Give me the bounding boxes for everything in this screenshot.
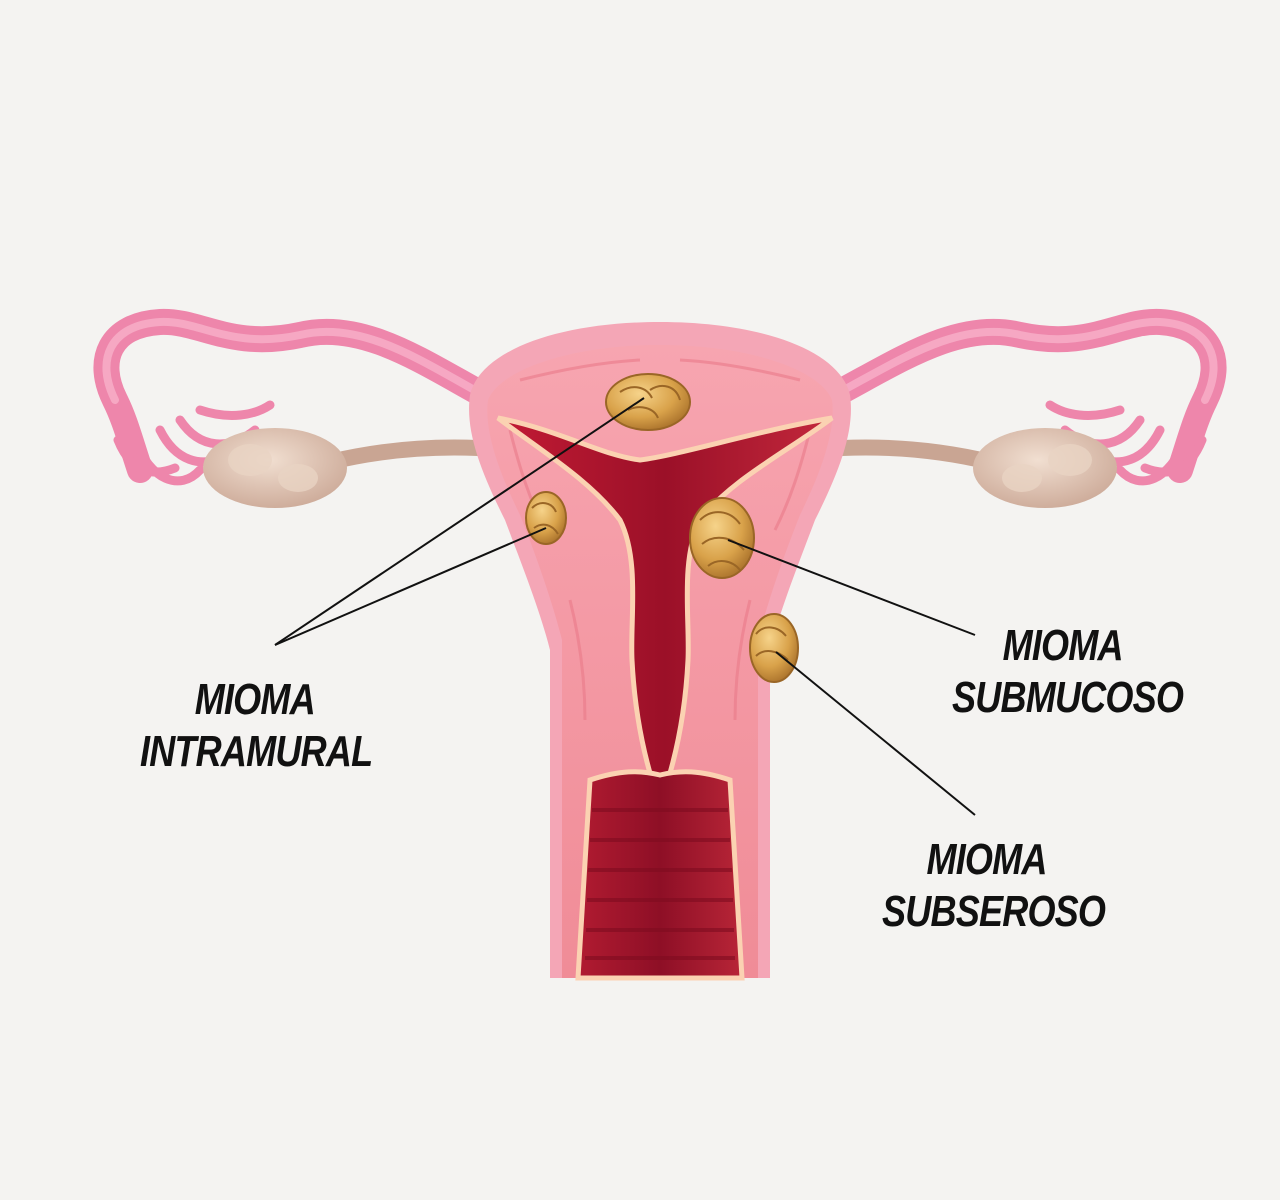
label-intramural-line1: MIOMA	[194, 675, 316, 724]
leader-line-subseroso	[775, 651, 976, 816]
label-mioma-subseroso: MIOMA SUBSEROSO	[882, 834, 1106, 938]
label-submucoso-line2: SUBMUCOSO	[952, 673, 1184, 722]
leader-line-submucoso	[727, 539, 976, 636]
label-intramural-line2: INTRAMURAL	[140, 727, 373, 776]
ovary-right	[834, 428, 1117, 508]
leader-line-intramural-a	[274, 397, 645, 646]
label-mioma-intramural: MIOMA INTRAMURAL	[140, 674, 373, 778]
leader-lines	[274, 397, 976, 816]
fallopian-tube-right	[827, 308, 1227, 486]
label-subseroso-line1: MIOMA	[926, 835, 1047, 884]
fallopian-tube-left	[93, 308, 491, 486]
myoma-subseroso	[749, 613, 799, 683]
label-submucoso-line1: MIOMA	[1002, 621, 1124, 670]
label-subseroso-line2: SUBSEROSO	[882, 887, 1106, 936]
uterine-cavity	[496, 415, 834, 783]
myoma-fundal	[605, 373, 691, 431]
cervix-vagina	[575, 769, 745, 981]
myoma-intramural	[525, 491, 567, 545]
label-mioma-submucoso: MIOMA SUBMUCOSO	[952, 620, 1184, 724]
ovary-left	[203, 428, 486, 508]
leader-line-intramural-b	[274, 527, 547, 646]
myoma-submucoso	[689, 497, 755, 579]
